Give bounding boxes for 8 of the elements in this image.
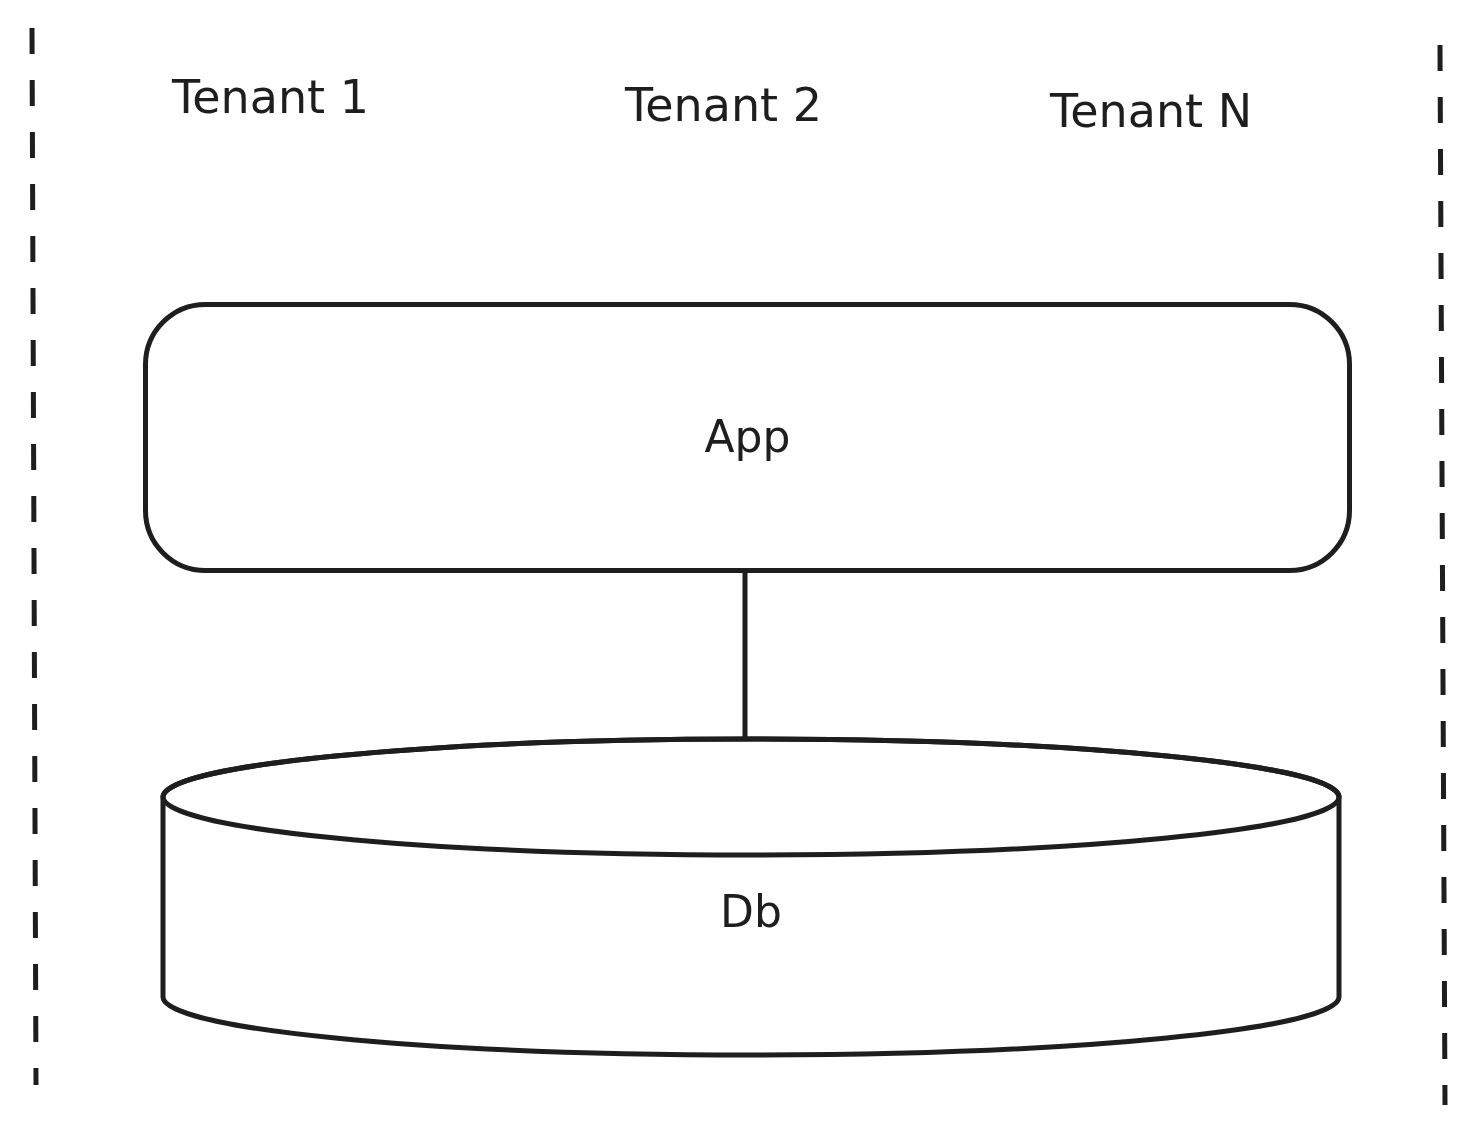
connector-line — [742, 573, 748, 738]
node-label: App — [703, 410, 792, 464]
tenant-label: Tenant N — [1050, 84, 1253, 138]
tenant-label: Tenant 1 — [172, 70, 369, 124]
node-label: Db — [719, 886, 783, 939]
app-box — [143, 302, 1352, 573]
tenant-label: Tenant 2 — [625, 78, 822, 132]
database-cylinder — [160, 736, 1342, 1058]
